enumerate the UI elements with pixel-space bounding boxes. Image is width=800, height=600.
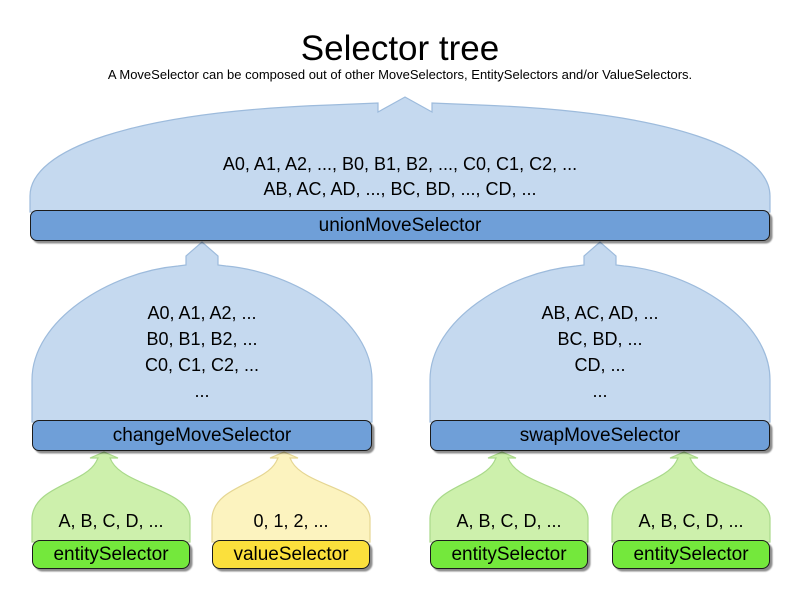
leaf4-balloon-contents: A, B, C, D, ... (638, 511, 744, 531)
node-entity-selector-1[interactable]: entitySelector (32, 540, 190, 569)
entity-selector-2-label: entitySelector (451, 544, 567, 565)
leaf3-balloon-contents: A, B, C, D, ... (456, 511, 562, 531)
change-balloon-contents: A0, A1, A2, ... B0, B1, B2, ... C0, C1, … (144, 303, 260, 401)
leaf4-balloon-shape (611, 451, 771, 543)
value-selector-label: valueSelector (233, 544, 349, 565)
leaf2-balloon-shape (211, 451, 371, 543)
page-title: Selector tree (300, 29, 500, 68)
leaf1-balloon-contents: A, B, C, D, ... (58, 511, 164, 531)
change-move-selector-label: changeMoveSelector (112, 425, 292, 446)
entity-selector-1-label: entitySelector (53, 544, 169, 565)
leaf2-balloon-contents: 0, 1, 2, ... (253, 511, 329, 531)
change-balloon-shape (31, 241, 373, 423)
page-subtitle: A MoveSelector can be composed out of ot… (107, 67, 693, 82)
leaf3-balloon-shape (429, 451, 589, 543)
node-swap-move-selector[interactable]: swapMoveSelector (430, 420, 770, 451)
node-entity-selector-2[interactable]: entitySelector (430, 540, 588, 569)
union-move-selector-label: unionMoveSelector (318, 215, 482, 236)
node-entity-selector-3[interactable]: entitySelector (612, 540, 770, 569)
swap-balloon-shape (429, 241, 771, 423)
union-balloon-contents: A0, A1, A2, ..., B0, B1, B2, ..., C0, C1… (222, 154, 578, 199)
node-union-move-selector[interactable]: unionMoveSelector (30, 210, 770, 241)
node-change-move-selector[interactable]: changeMoveSelector (32, 420, 372, 451)
union-balloon-shape (29, 96, 771, 213)
leaf1-balloon-shape (31, 451, 191, 543)
swap-move-selector-label: swapMoveSelector (519, 425, 681, 446)
entity-selector-3-label: entitySelector (633, 544, 749, 565)
node-value-selector[interactable]: valueSelector (212, 540, 370, 569)
swap-balloon-contents: AB, AC, AD, ... BC, BD, ... CD, ... ... (541, 303, 659, 401)
